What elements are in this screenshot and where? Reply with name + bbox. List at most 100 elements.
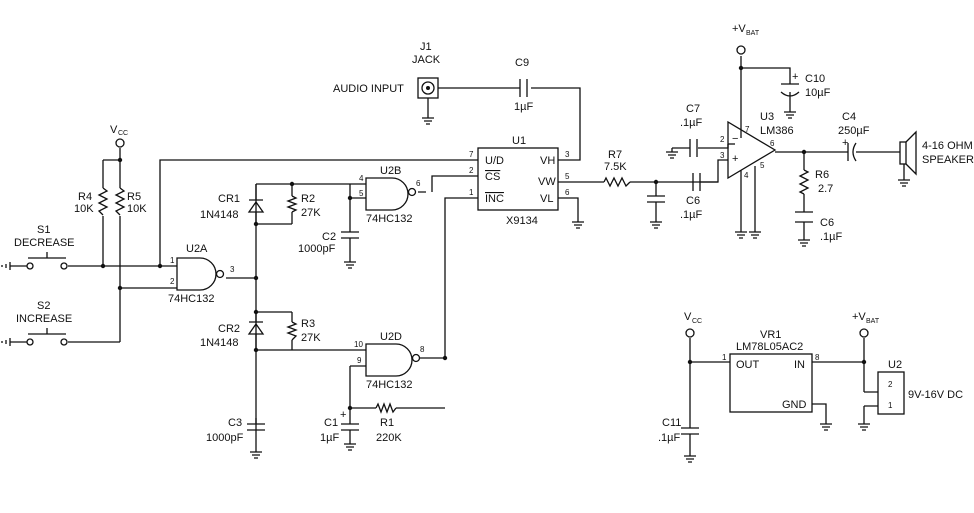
ground-icon [898,179,910,187]
diodes [247,184,265,350]
pin-number: 1 [469,188,474,197]
r5-value: 10K [127,203,147,215]
capacitor-c9-icon [519,79,528,97]
junction-dot [801,149,807,155]
resistor-r7-icon [603,176,631,188]
r6-ref: R6 [815,169,829,181]
junction-dot [861,359,867,365]
r4-ref: R4 [78,191,92,203]
c4-value: 250µF [838,125,870,137]
resistor-r5-icon [114,187,126,216]
capacitor-c2-icon [341,231,359,248]
nand-gate-u2d-icon [365,343,413,377]
capacitor-c10-icon [780,83,800,100]
u3-part: LM386 [760,125,794,137]
r1-value: 220K [376,432,402,444]
speaker-label-line2: SPEAKER [922,154,974,166]
s1-ref: S1 [37,224,50,236]
diode-cr1-icon [247,184,265,224]
vcc-terminal-icon [685,328,695,338]
pin-number: 8 [815,353,820,362]
c4-ref: C4 [842,111,856,123]
amp-u3-icon [727,120,777,180]
c1-ref: C1 [324,417,338,429]
u3-ref: U3 [760,111,774,123]
pin-number: 1 [170,256,175,265]
pin-number: 4 [359,174,364,183]
junction-dot [117,157,123,163]
ground-icon [798,239,810,247]
vbat-label-sub: BAT [746,30,760,37]
pin-number: 2 [720,135,725,144]
ground-icon [1,262,11,270]
pin-number: 3 [565,150,570,159]
vr1-in-pin-name: IN [794,359,805,371]
capacitor-c4-icon [847,142,857,162]
r3-ref: R3 [301,318,315,330]
u2b-part: 74HC132 [366,213,412,225]
u2d-part: 74HC132 [366,379,412,391]
r7-value: 7.5K [604,161,627,173]
jack-j1-icon [417,77,439,99]
capacitor-c1-icon [341,423,359,444]
pin-number: 1 [888,401,893,410]
ground-icon [1,338,11,346]
ground-icon [820,423,832,431]
u1-vl-pin-name: VL [540,193,553,205]
ic-u1-body [477,147,559,211]
j1-ref: J1 [420,41,432,53]
vcc-label: V [110,124,118,136]
resistor-r3-icon [286,321,298,341]
vr1-ref: VR1 [760,329,781,341]
c8-ref: C6 [686,195,700,207]
pin-number: 6 [416,179,421,188]
s2-ref: S2 [37,300,50,312]
cr2-part: 1N4148 [200,337,239,349]
speaker [899,130,917,176]
resistors [97,169,810,414]
junction-dot [653,179,659,185]
u1-ref: U1 [512,135,526,147]
nand-gate-u2a-icon [176,257,217,291]
pin-number: 3 [720,151,725,160]
speaker-label-line1: 4-16 OHM [922,140,973,152]
ground-icon [250,451,262,459]
capacitor-c8-icon [692,173,701,191]
vbat-terminal-icon [859,328,869,338]
ground-icon [684,455,696,463]
pin-number: 2 [170,277,175,286]
vcc-reg-label-sub: CC [692,318,702,325]
r4-value: 10K [74,203,94,215]
speaker-icon [899,141,907,165]
ground-icon [572,221,584,229]
r1-ref: R1 [380,417,394,429]
c9-ref: C9 [515,57,529,69]
r2-ref: R2 [301,193,315,205]
junction-dots [100,65,867,411]
resistor-r1-icon [375,402,397,414]
u2b-ref: U2B [380,165,401,177]
resistor-r6-icon [798,169,810,195]
c2-value: 1000pF [298,243,336,255]
ground-icon [650,221,662,229]
c7-ref: C7 [686,103,700,115]
c6-value: .1µF [820,231,843,243]
vcc-reg-label: V [684,311,692,323]
u1-inc-pin-name: INC [485,193,504,205]
junction-dot [347,195,353,201]
c11-value: .1µF [658,432,681,444]
junction-dot [738,65,744,71]
j1-name: JACK [412,54,441,66]
pin-number: 2 [888,380,893,389]
pin-number: 5 [359,189,364,198]
s1-name: DECREASE [14,237,75,249]
ground-icon [784,111,796,119]
nand-gate-u2b-icon [365,177,409,211]
capacitor-c11-icon [681,427,699,440]
polarity-mark: + [842,137,848,149]
component-labels: V CC R4 10K R5 10K S1 DECREASE S2 INCREA… [14,23,974,444]
c3-value: 1000pF [206,432,244,444]
vr1-out-pin-name: OUT [736,359,760,371]
pin-number: 1 [722,353,727,362]
